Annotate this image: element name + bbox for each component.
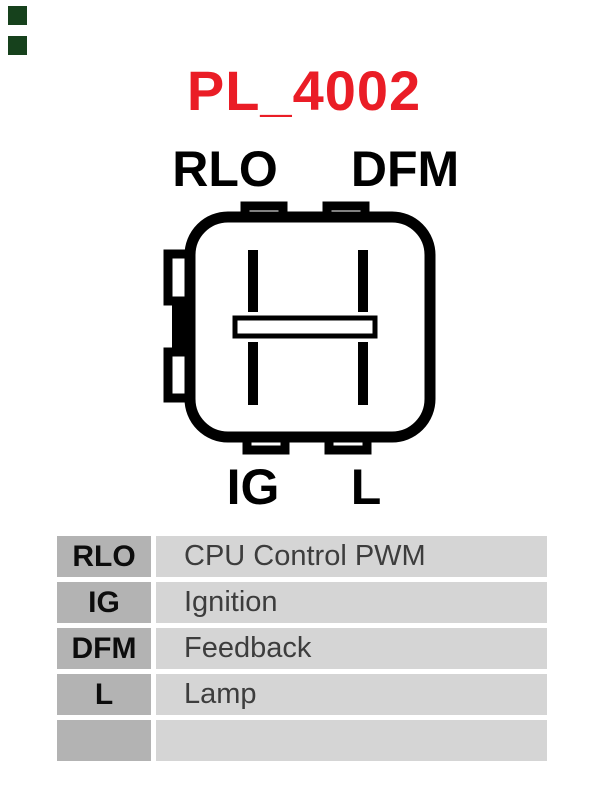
legend-pin-cell: IG <box>57 582 151 623</box>
center-key-slot <box>232 315 378 339</box>
table-row <box>0 720 608 761</box>
page-title: PL_4002 <box>186 59 422 122</box>
corner-mark-bottom <box>8 36 27 55</box>
legend-pin-cell: RLO <box>57 536 151 577</box>
legend-desc-cell: Lamp <box>156 674 547 715</box>
table-row: RLO CPU Control PWM <box>0 536 608 577</box>
pin-slot-rlo <box>248 250 258 312</box>
legend-pin-cell: DFM <box>57 628 151 669</box>
pin-label-rlo: RLO <box>172 141 278 197</box>
pin-slot-ig <box>248 342 258 405</box>
table-row: IG Ignition <box>0 582 608 623</box>
pin-legend-table: RLO CPU Control PWM IG Ignition DFM Feed… <box>0 536 608 766</box>
connector-drawing <box>163 201 436 455</box>
legend-desc-cell: CPU Control PWM <box>156 536 547 577</box>
legend-desc-cell: Ignition <box>156 582 547 623</box>
legend-pin-cell <box>57 720 151 761</box>
legend-desc-cell: Feedback <box>156 628 547 669</box>
pin-slot-dfm <box>358 250 368 312</box>
pin-label-dfm: DFM <box>350 141 460 197</box>
pin-slot-l <box>358 342 368 405</box>
table-row: DFM Feedback <box>0 628 608 669</box>
pin-label-ig: IG <box>226 459 280 515</box>
legend-pin-cell: L <box>57 674 151 715</box>
connector-diagram <box>150 200 450 460</box>
table-row: L Lamp <box>0 674 608 715</box>
legend-desc-cell <box>156 720 547 761</box>
corner-mark-top <box>8 6 27 25</box>
pin-label-l: L <box>350 459 382 515</box>
